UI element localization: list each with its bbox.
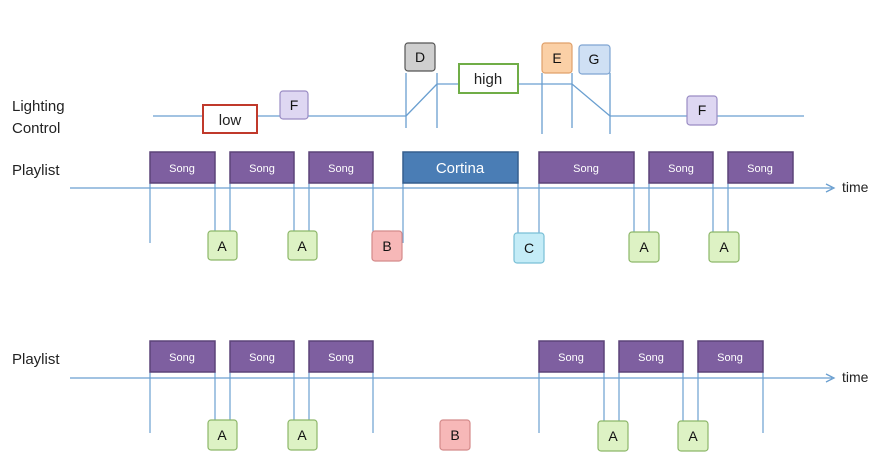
bottom-song-block: Song	[149, 340, 216, 373]
bottom-marker-A-label: A	[297, 427, 307, 443]
top-marker-A-label: A	[719, 239, 729, 255]
time-label-bottom: time	[842, 369, 869, 385]
top-song-block: Song	[648, 151, 714, 184]
top-song-block: Song	[308, 151, 374, 184]
top-marker-C: C	[513, 232, 545, 264]
bottom-marker-A-label: A	[608, 428, 618, 444]
bottom-song-block: Song	[538, 340, 605, 373]
top-marker-A: A	[207, 230, 238, 261]
top-marker-A: A	[628, 231, 660, 263]
light-event-G: G	[578, 44, 611, 75]
level-high-label: high	[474, 71, 502, 88]
bottom-marker-A-label: A	[217, 427, 227, 443]
top-song-label: Song	[249, 163, 275, 175]
top-song-block: Song	[149, 151, 216, 184]
top-marker-A-label: A	[639, 239, 649, 255]
bottom-song-block: Song	[697, 340, 764, 373]
light-event-F-1-label: F	[290, 97, 299, 113]
top-song-block: Song	[229, 151, 295, 184]
bottom-song-block: Song	[229, 340, 295, 373]
top-marker-B: B	[371, 230, 403, 262]
top-playlist-boundaries	[149, 183, 729, 243]
light-event-D-label: D	[415, 49, 425, 65]
light-event-E: E	[541, 42, 573, 74]
light-event-D: D	[404, 42, 436, 72]
top-marker-B-label: B	[382, 238, 391, 254]
level-low-label: low	[219, 112, 242, 129]
bottom-marker-B-label: B	[450, 427, 459, 443]
light-event-F-2: F	[686, 95, 718, 126]
bottom-marker-A-label: A	[688, 428, 698, 444]
top-marker-C-label: C	[524, 240, 534, 256]
bottom-timeline: time	[70, 369, 869, 385]
lighting-control-label-line1: Lighting	[12, 98, 65, 115]
bottom-song-label: Song	[717, 352, 743, 364]
top-marker-A: A	[287, 230, 318, 261]
bottom-song-label: Song	[328, 352, 354, 364]
lighting-transition-ticks	[405, 73, 611, 134]
top-song-label: Song	[573, 163, 599, 175]
light-event-E-label: E	[552, 50, 561, 66]
top-song-block: Song	[727, 151, 794, 184]
top-song-label: Song	[668, 163, 694, 175]
playlist-label-bottom: Playlist	[12, 351, 60, 368]
bottom-playlist-boundaries	[149, 372, 764, 433]
top-marker-A: A	[708, 231, 740, 263]
top-song-label: Song	[169, 163, 195, 175]
light-event-F-1: F	[279, 90, 309, 120]
bottom-song-block: Song	[618, 340, 684, 373]
light-event-G-label: G	[589, 51, 600, 67]
level-high-box: high	[458, 63, 519, 94]
bottom-marker-A: A	[287, 419, 318, 451]
top-song-label: Song	[328, 163, 354, 175]
bottom-marker-A: A	[207, 419, 238, 451]
time-label-top: time	[842, 179, 869, 195]
top-song-block: Song	[538, 151, 635, 184]
bottom-marker-A: A	[677, 420, 709, 452]
lighting-control-label-line2: Control	[12, 120, 60, 137]
bottom-song-block: Song	[308, 340, 374, 373]
bottom-marker-B: B	[439, 419, 471, 451]
top-marker-A-label: A	[297, 238, 307, 254]
top-marker-A-label: A	[217, 238, 227, 254]
cortina-label: Cortina	[436, 160, 485, 177]
top-timeline: time	[70, 179, 869, 195]
bottom-song-label: Song	[638, 352, 664, 364]
bottom-song-label: Song	[169, 352, 195, 364]
bottom-song-label: Song	[249, 352, 275, 364]
bottom-marker-A: A	[597, 420, 629, 452]
playlist-label-top: Playlist	[12, 162, 60, 179]
light-event-F-2-label: F	[698, 102, 707, 118]
level-low-box: low	[202, 104, 258, 134]
top-song-label: Song	[747, 163, 773, 175]
bottom-song-label: Song	[558, 352, 584, 364]
cortina-block: Cortina	[402, 151, 519, 184]
